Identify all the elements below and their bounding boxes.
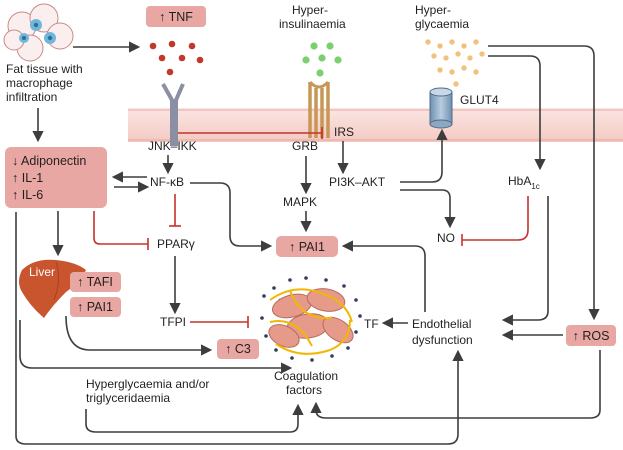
arrow-pi3k-to-no bbox=[400, 189, 456, 229]
inhibit-adipokines-to-pparg bbox=[93, 211, 148, 245]
hba1c-label: HbA1c bbox=[508, 174, 540, 191]
arrow-hyperglycaemia-to-coagulation bbox=[85, 403, 304, 433]
arrow-glucose-to-ros bbox=[488, 45, 600, 321]
arrow-liver-to-c3 bbox=[65, 315, 213, 356]
c3-label: ↑ C3 bbox=[225, 342, 251, 356]
arrow-glucose-to-hba1c bbox=[488, 55, 546, 171]
pai1-liver-box bbox=[70, 297, 121, 317]
cell-membrane bbox=[128, 108, 623, 142]
grb-label: GRB bbox=[292, 139, 318, 153]
arrow-pi3k-to-glut4 bbox=[400, 128, 448, 183]
hyper-glycaemia-label: Hyper- glycaemia bbox=[415, 3, 469, 31]
inhibition-arrows bbox=[93, 127, 529, 328]
c3-box bbox=[217, 339, 259, 359]
glut4-transporter-icon bbox=[429, 87, 453, 129]
glut4-label: GLUT4 bbox=[460, 93, 499, 107]
pai1-label: ↑ PAI1 bbox=[289, 240, 325, 254]
macrophage-icon bbox=[44, 32, 56, 44]
nfkb-label: NF-κB bbox=[150, 175, 184, 189]
arrow-endothelial-to-pai1 bbox=[341, 240, 426, 312]
liver-icon bbox=[19, 259, 86, 318]
endothelial-dysfunction-label: Endothelial dysfunction bbox=[412, 317, 475, 347]
hyperglycaemia-triglyceridaemia-label: Hyperglycaemia and/or triglyceridaemia bbox=[86, 377, 213, 405]
arrow-adipokines-to-endothelial bbox=[15, 212, 464, 445]
irs-label: IRS bbox=[334, 125, 354, 139]
tafi-box bbox=[70, 272, 121, 292]
insulin-particles bbox=[302, 42, 342, 77]
pai1-liver-label: ↑ PAI1 bbox=[77, 300, 113, 314]
hyper-insulinaemia-label: Hyper- insulinaemia bbox=[279, 3, 346, 31]
tnf-label: ↑ TNF bbox=[159, 10, 193, 24]
fat-tissue-label: Fat tissue with macrophage infiltration bbox=[6, 62, 86, 104]
ros-label: ↑ ROS bbox=[573, 329, 610, 343]
arrow-nfkb-to-pai1 bbox=[190, 182, 273, 252]
ros-box bbox=[566, 325, 616, 346]
tnf-particles bbox=[149, 40, 204, 76]
arrow-hba1c-to-endothelial bbox=[501, 196, 549, 326]
activation-arrows bbox=[15, 41, 601, 445]
glucose-particles bbox=[425, 39, 485, 87]
clot-illustration bbox=[260, 276, 362, 362]
pai1-box bbox=[276, 236, 338, 257]
pi3k-akt-label: PI3K–AKT bbox=[329, 175, 386, 189]
mapk-label: MAPK bbox=[283, 195, 317, 209]
tnf-box bbox=[146, 6, 206, 27]
coagulation-factors-label: Coagulation factors bbox=[274, 369, 341, 397]
tfpi-label: TFPI bbox=[160, 315, 186, 329]
tafi-label: ↑ TAFI bbox=[77, 275, 113, 289]
liver-label: Liver bbox=[29, 265, 55, 279]
macrophage-icon bbox=[19, 33, 29, 43]
inhibit-hba1c-to-no bbox=[462, 196, 529, 241]
pparg-label: PPARγ bbox=[157, 237, 195, 251]
jnk-ikk-label: JNK–IKK bbox=[148, 139, 197, 153]
no-label: NO bbox=[437, 231, 455, 245]
arrow-liver-to-coagulation bbox=[19, 320, 293, 374]
tf-label: TF bbox=[364, 317, 379, 331]
adipokine-box bbox=[5, 147, 107, 208]
tnf-receptor-icon bbox=[161, 83, 185, 146]
adipokine-list: ↓ Adiponectin ↑ IL-1 ↑ IL-6 bbox=[12, 154, 90, 202]
fat-tissue-illustration bbox=[3, 3, 74, 62]
macrophage-icon bbox=[30, 19, 42, 31]
